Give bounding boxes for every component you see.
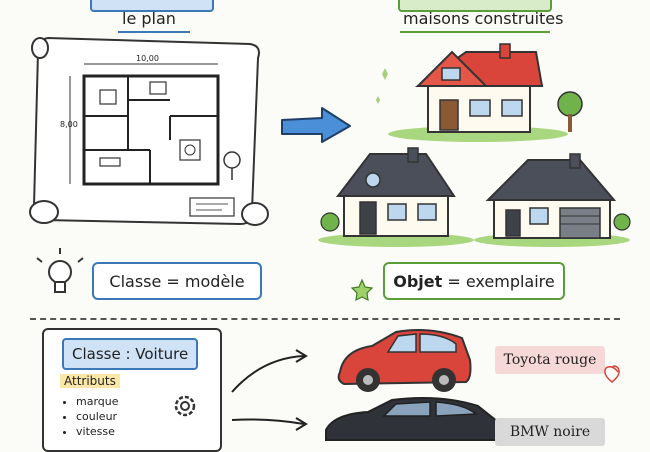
plan-header-chip bbox=[90, 0, 214, 12]
class-title: Classe : Voiture bbox=[62, 338, 199, 370]
houses-label: maisons construites bbox=[403, 9, 564, 28]
plan-width-dimension: 10,00 bbox=[136, 54, 159, 63]
lightbulb-icon bbox=[36, 248, 84, 293]
class-definition-text: Classe = modèle bbox=[109, 271, 245, 291]
black-car-label: BMW noire bbox=[495, 418, 605, 446]
red-car-label: Toyota rouge bbox=[495, 346, 605, 374]
plan-label: le plan bbox=[122, 9, 176, 28]
houses-header-chip bbox=[398, 0, 552, 12]
cars-illustration bbox=[325, 329, 501, 441]
attribute-item: marque bbox=[76, 394, 119, 409]
houses-label-underline bbox=[400, 31, 550, 33]
section-divider bbox=[30, 318, 620, 320]
attributes-heading: Attributs bbox=[60, 374, 120, 388]
houses-illustration bbox=[318, 43, 631, 247]
class-title-text: Classe : Voiture bbox=[72, 345, 189, 363]
instance-arrows bbox=[231, 349, 308, 431]
black-car-label-text: BMW noire bbox=[509, 424, 591, 440]
green-star-icon bbox=[350, 278, 374, 302]
attribute-item: couleur bbox=[76, 409, 119, 424]
blue-arrow-icon bbox=[281, 107, 351, 143]
object-definition-bold: Objet bbox=[393, 271, 443, 291]
object-definition-box: Objet = exemplaire bbox=[383, 262, 565, 300]
red-car-label-text: Toyota rouge bbox=[503, 352, 597, 368]
blueprint-illustration bbox=[29, 36, 269, 226]
class-definition-box: Classe = modèle bbox=[92, 262, 262, 300]
object-definition-rest: = exemplaire bbox=[442, 271, 555, 291]
heart-icon bbox=[604, 365, 620, 383]
plan-height-dimension: 8,00 bbox=[60, 120, 78, 129]
attributes-heading-text: Attributs bbox=[64, 374, 116, 388]
plan-label-underline bbox=[118, 31, 190, 33]
class-example-card: Classe : Voiture Attributs marque couleu… bbox=[42, 328, 222, 452]
gear-icon bbox=[174, 395, 196, 417]
